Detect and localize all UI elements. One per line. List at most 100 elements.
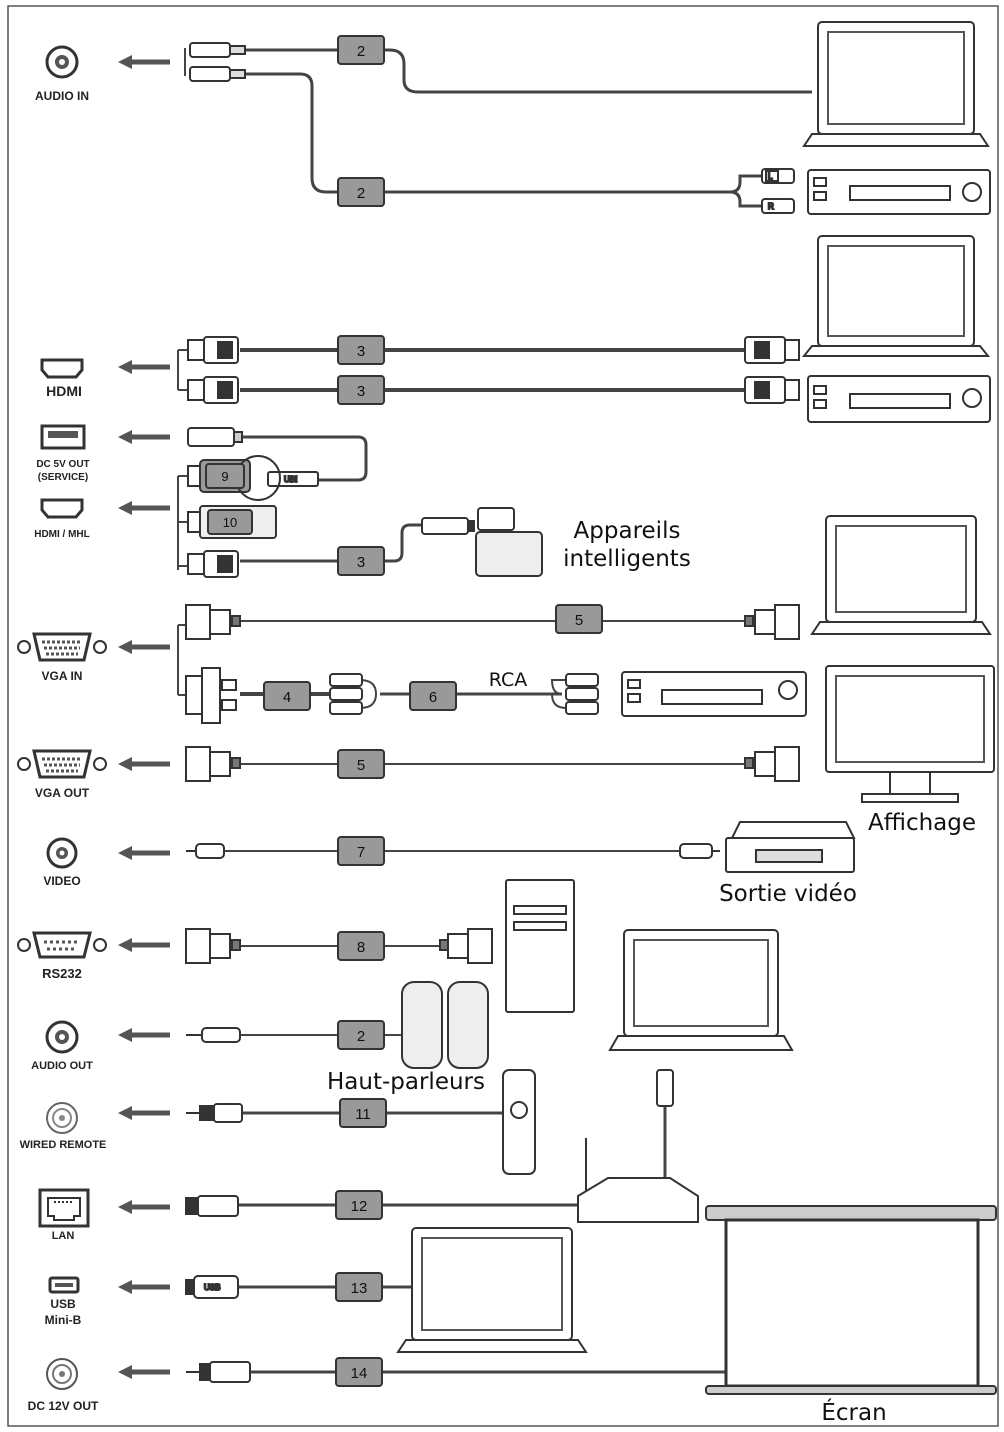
dc5v-sub-label: (SERVICE) xyxy=(38,472,88,483)
speakers-label: Haut-parleurs xyxy=(327,1069,485,1095)
tower-pc-icon xyxy=(505,879,575,1013)
dc5v-label: DC 5V OUT xyxy=(36,459,89,470)
lan-port-icon xyxy=(38,1188,90,1228)
svg-text:4: 4 xyxy=(283,689,291,706)
lan-plug-icon xyxy=(185,1195,239,1217)
dvd-player-icon xyxy=(621,671,807,717)
arrow-icon xyxy=(118,1028,170,1042)
dc-plug-icon xyxy=(186,1361,251,1383)
rca-plug-icon xyxy=(565,673,599,687)
laptop-icon xyxy=(396,1227,588,1353)
dsub-plug-icon xyxy=(185,746,241,782)
speaker-icon xyxy=(401,981,443,1069)
laptop-icon xyxy=(802,21,990,147)
arrow-icon xyxy=(118,501,170,515)
wired-remote-port-icon xyxy=(46,1102,78,1134)
lan-label: LAN xyxy=(52,1230,75,1242)
laptop-icon xyxy=(810,515,992,635)
rca-plug-icon xyxy=(565,687,599,701)
dsub-plug-icon xyxy=(185,604,241,640)
svg-text:14: 14 xyxy=(351,1365,368,1382)
arrows xyxy=(118,55,170,1379)
cable-badge-11: 11 xyxy=(339,1098,387,1128)
laptop-icon xyxy=(801,235,991,357)
hdmi-mhl-port-icon xyxy=(40,498,84,519)
screen-label: Écran xyxy=(821,1398,886,1426)
rca-label: RCA xyxy=(489,669,528,691)
cable-badge-8: 8 xyxy=(337,931,385,961)
cable-badge-2: 2 xyxy=(337,35,385,65)
wired-remote-label: WIRED REMOTE xyxy=(20,1139,107,1151)
rs232-plug-icon xyxy=(439,928,493,964)
svg-text:5: 5 xyxy=(575,612,583,629)
laptop-icon xyxy=(608,929,794,1051)
hdmi-mhl-label: HDMI / MHL xyxy=(34,529,90,540)
dsub-plug-icon xyxy=(744,604,800,640)
svg-text:UBI: UBI xyxy=(284,475,297,484)
usb-mini-plug-icon xyxy=(421,517,475,535)
cable-badge-3: 3 xyxy=(337,546,385,576)
rca-plug-icon xyxy=(186,843,225,859)
cable-badge-5: 5 xyxy=(555,604,603,634)
svg-text:11: 11 xyxy=(355,1106,371,1123)
rca-plug-icon xyxy=(329,687,363,701)
plugs: UBI USB xyxy=(185,42,319,1383)
rs232-plug-icon xyxy=(185,928,241,964)
router-icon xyxy=(577,1138,699,1223)
arrow-icon xyxy=(118,55,170,69)
right-plugs: L R xyxy=(329,168,800,964)
hdmi-plug-icon xyxy=(187,550,239,578)
dc12v-label: DC 12V OUT xyxy=(28,1399,99,1413)
svg-text:R: R xyxy=(768,202,774,211)
usb-label: USB xyxy=(50,1297,76,1311)
svg-text:7: 7 xyxy=(357,844,365,861)
smartphone-icon xyxy=(477,507,515,531)
audio-out-port-icon xyxy=(45,1020,79,1054)
usb-a-port-icon xyxy=(40,424,86,450)
vga-in-port-icon xyxy=(17,632,107,662)
smart-devices-label-2: intelligents xyxy=(563,546,691,572)
cable-badge-13: 13 xyxy=(335,1272,383,1302)
hdmi-port-icon xyxy=(40,358,84,379)
cable-badge-5: 5 xyxy=(337,749,385,779)
cable-badge-14: 14 xyxy=(335,1357,383,1387)
smart-devices-label: Appareils xyxy=(574,518,681,544)
arrow-icon xyxy=(118,757,170,771)
svg-text:9: 9 xyxy=(221,469,228,484)
vga-in-label: VGA IN xyxy=(42,669,83,683)
dsub-plug-icon xyxy=(744,746,800,782)
cable-badge-6: 6 xyxy=(409,681,457,711)
hdmi-plug-icon xyxy=(744,376,800,404)
speaker-icon xyxy=(447,981,489,1069)
svg-text:8: 8 xyxy=(357,939,365,956)
svg-text:13: 13 xyxy=(351,1280,368,1297)
cable-badge-3: 3 xyxy=(337,375,385,405)
arrow-icon xyxy=(118,640,170,654)
cable-badges: 2 2 3 3 9 10 3 5 4 6 5 7 8 2 11 12 13 14 xyxy=(205,35,603,1387)
svg-text:12: 12 xyxy=(351,1198,368,1215)
rca-plug-icon xyxy=(329,673,363,687)
svg-text:10: 10 xyxy=(223,515,237,530)
audio-plug-icon xyxy=(186,1027,241,1043)
video-out-label: Sortie vidéo xyxy=(719,881,857,907)
projection-screen-icon xyxy=(705,1205,997,1395)
cable-badge-7: 7 xyxy=(337,836,385,866)
rs232-label: RS232 xyxy=(42,966,82,981)
audio-out-label: AUDIO OUT xyxy=(31,1060,93,1072)
cable-badge-3: 3 xyxy=(337,335,385,365)
arrow-icon xyxy=(118,360,170,374)
svg-text:L: L xyxy=(768,172,773,181)
jack-plug-icon xyxy=(186,1103,243,1123)
cable-badge-2: 2 xyxy=(337,1020,385,1050)
svg-text:USB: USB xyxy=(204,1283,220,1292)
rca-plug-icon xyxy=(329,701,363,715)
arrow-icon xyxy=(118,1365,170,1379)
cable-badge-9: 9 xyxy=(205,463,245,489)
vcr-icon xyxy=(725,821,856,873)
cable-badge-10: 10 xyxy=(207,509,253,535)
rca-plug-icon xyxy=(189,42,246,58)
svg-text:2: 2 xyxy=(357,43,365,60)
rca-plug-icon xyxy=(565,701,599,715)
arrow-icon xyxy=(118,1200,170,1214)
